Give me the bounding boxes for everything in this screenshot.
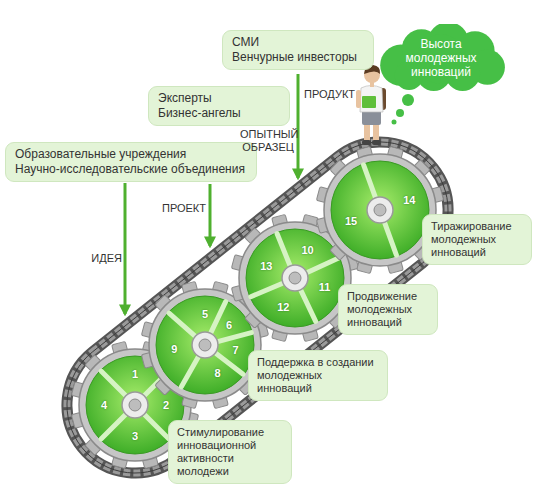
cloud-text: Высота молодежных инноваций bbox=[391, 37, 491, 79]
callout-number: 14 bbox=[403, 194, 415, 206]
stage-label: ОПЫТНЫЙ ОБРАЗЕЦ bbox=[240, 128, 294, 154]
box-text: СМИ bbox=[232, 35, 364, 50]
thought-bubble bbox=[392, 120, 397, 125]
box-text: Эксперты bbox=[158, 91, 280, 106]
callout-number: 3 bbox=[132, 430, 138, 442]
stage-label: ПРОЕКТ bbox=[150, 202, 206, 215]
flow-arrow bbox=[297, 74, 300, 178]
thought-cloud: Высота молодежных инноваций bbox=[374, 24, 508, 92]
callout-number: 11 bbox=[319, 281, 331, 293]
callout-number: 12 bbox=[277, 301, 289, 313]
box-text: Венчурные инвесторы bbox=[232, 50, 364, 65]
stage-text: Поддержка в создании молодежных инноваци… bbox=[257, 356, 379, 395]
stage-box: Стимулирование инновационной активности … bbox=[168, 420, 292, 484]
callout-number: 10 bbox=[301, 244, 313, 256]
stage-box: Поддержка в создании молодежных инноваци… bbox=[248, 350, 388, 401]
callout-number: 9 bbox=[171, 343, 177, 355]
thought-bubble bbox=[402, 94, 414, 106]
stakeholder-box: Образовательные учрежденияНаучно-исследо… bbox=[5, 142, 257, 182]
stakeholder-box: ЭкспертыБизнес-ангелы bbox=[148, 86, 290, 126]
stage-box: Продвижение молодежных инноваций bbox=[338, 284, 438, 335]
stage-label: ИДЕЯ bbox=[82, 252, 122, 265]
stage-box: Тиражирование молодежных инноваций bbox=[422, 214, 532, 265]
stage-text: Тиражирование молодежных инноваций bbox=[431, 220, 523, 259]
callout-number: 15 bbox=[345, 215, 357, 227]
flow-arrow bbox=[209, 184, 212, 246]
callout-number: 5 bbox=[202, 308, 208, 320]
callout-number: 4 bbox=[101, 399, 107, 411]
callout-number: 6 bbox=[226, 319, 232, 331]
thought-bubble bbox=[396, 109, 404, 117]
callout-number: 13 bbox=[260, 260, 272, 272]
stage-text: Продвижение молодежных инноваций bbox=[347, 290, 429, 329]
box-text: Образовательные учреждения bbox=[15, 147, 247, 162]
callout-number: 1 bbox=[132, 368, 138, 380]
box-text: Научно-исследовательские объединения bbox=[15, 162, 247, 177]
stage-text: Стимулирование инновационной активности … bbox=[177, 426, 283, 478]
callout-number: 7 bbox=[233, 344, 239, 356]
callout-number: 2 bbox=[163, 399, 169, 411]
callout-number: 8 bbox=[215, 367, 221, 379]
stakeholder-box: СМИВенчурные инвесторы bbox=[222, 30, 374, 70]
student-figure bbox=[356, 65, 386, 145]
box-text: Бизнес-ангелы bbox=[158, 106, 280, 121]
stage-label: ПРОДУКТ bbox=[304, 88, 364, 101]
flow-arrow bbox=[124, 183, 127, 314]
